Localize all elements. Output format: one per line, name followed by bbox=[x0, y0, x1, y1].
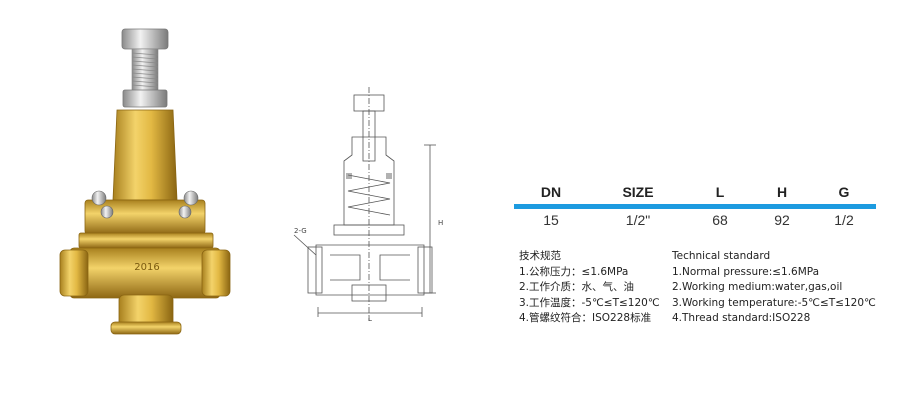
tech-en-title: Technical standard bbox=[672, 250, 771, 262]
tech-standard-cn: 技术规范 1.公称压力：≤1.6MPa 2.工作介质：水、气、油 3.工作温度：… bbox=[519, 249, 660, 327]
value-h: 92 bbox=[774, 212, 790, 228]
header-size: SIZE bbox=[622, 184, 654, 200]
dim-h-label: H bbox=[438, 219, 443, 227]
tech-en-line-2: 2.Working medium:water,gas,oil bbox=[672, 281, 843, 293]
value-size: 1/2" bbox=[625, 212, 651, 228]
tech-cn-line-3: 3.工作温度：-5℃≤T≤120℃ bbox=[519, 296, 660, 309]
valve-marking: 2016 bbox=[134, 262, 159, 273]
tech-en-line-3: 3.Working temperature:-5℃≤T≤120℃ bbox=[672, 296, 876, 309]
header-divider bbox=[514, 204, 876, 209]
spec-value-row: 15 1/2" 68 92 1/2 bbox=[514, 209, 876, 231]
valve-section-drawing: 2-G H L bbox=[293, 87, 443, 323]
valve-photo: 2016 bbox=[59, 28, 231, 335]
spec-header-row: DN SIZE L H G bbox=[514, 181, 876, 203]
tech-standard-en: Technical standard 1.Normal pressure:≤1.… bbox=[672, 249, 876, 327]
header-dn: DN bbox=[540, 184, 562, 200]
tech-cn-line-4: 4.管螺纹符合：ISO228标准 bbox=[519, 312, 652, 324]
value-dn: 15 bbox=[543, 212, 559, 228]
value-g: 1/2 bbox=[834, 212, 854, 228]
dim-l-label: L bbox=[368, 315, 372, 323]
tech-cn-line-2: 2.工作介质：水、气、油 bbox=[519, 281, 635, 293]
header-l: L bbox=[715, 184, 725, 200]
tech-cn-title: 技术规范 bbox=[519, 250, 561, 262]
header-h: H bbox=[776, 184, 788, 200]
tech-cn-line-1: 1.公称压力：≤1.6MPa bbox=[519, 265, 629, 278]
tech-en-line-1: 1.Normal pressure:≤1.6MPa bbox=[672, 265, 820, 278]
tech-en-line-4: 4.Thread standard:ISO228 bbox=[672, 312, 811, 324]
value-l: 68 bbox=[712, 212, 728, 228]
dim-g-label: 2-G bbox=[294, 227, 307, 235]
spec-table: DN SIZE L H G 15 1/2" 68 92 1/2 bbox=[514, 181, 876, 231]
header-g: G bbox=[838, 184, 850, 200]
